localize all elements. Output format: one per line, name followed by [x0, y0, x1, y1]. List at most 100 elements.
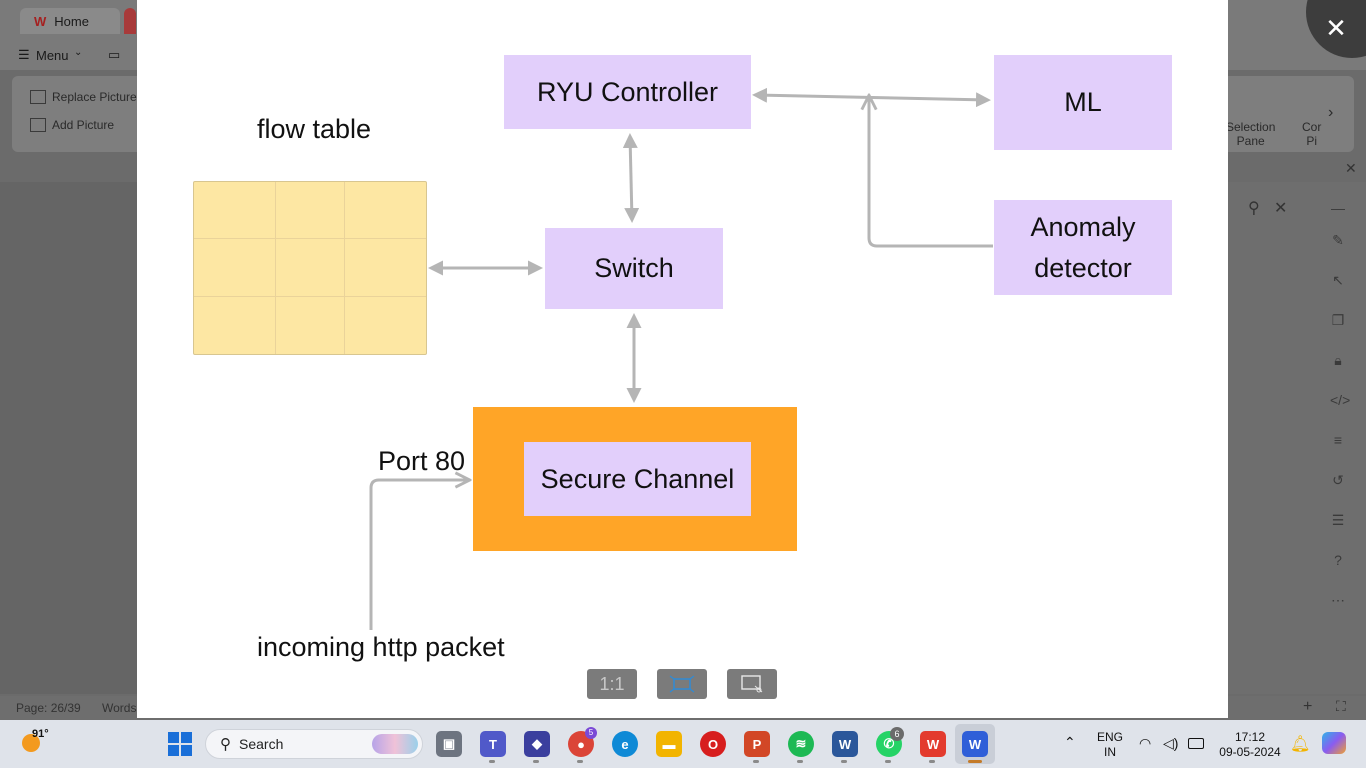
- opera-icon[interactable]: O: [700, 731, 726, 757]
- screenshot-button[interactable]: [727, 669, 777, 699]
- volume-icon[interactable]: ◁): [1163, 735, 1179, 751]
- task-view-icon[interactable]: ▣: [436, 731, 462, 757]
- secure-channel-node: Secure Channel: [524, 442, 751, 516]
- weather-temp: 91°: [32, 728, 49, 740]
- help-icon[interactable]: ?: [1334, 552, 1342, 568]
- clock-date: 09-05-2024: [1219, 745, 1281, 759]
- copilot-app-icon[interactable]: ◆: [524, 731, 550, 757]
- search-icon: ⚲: [220, 736, 231, 753]
- flow-table-cell: [276, 239, 345, 297]
- menu-label[interactable]: Menu: [36, 48, 69, 63]
- running-indicator: [577, 760, 583, 763]
- wifi-icon[interactable]: ◠: [1139, 735, 1152, 751]
- copilot-icon[interactable]: [1322, 732, 1346, 754]
- word-icon[interactable]: W: [832, 731, 858, 757]
- replace-picture-button[interactable]: Replace Picture: [30, 90, 137, 104]
- teams-icon[interactable]: T: [480, 731, 506, 757]
- add-picture-icon: [30, 118, 46, 132]
- notification-bell-icon[interactable]: 🔔︎: [1290, 736, 1311, 753]
- tab-document[interactable]: [124, 8, 136, 34]
- cor-label-2: Pi: [1306, 134, 1317, 148]
- close-side-pane-icon[interactable]: ✕: [1274, 200, 1288, 217]
- language-indicator[interactable]: ENG IN: [1094, 730, 1126, 760]
- clock-time: 17:12: [1234, 730, 1266, 744]
- screen-scissors-icon: [741, 675, 763, 693]
- anomaly-detector-node: Anomaly detector: [994, 200, 1172, 295]
- close-icon[interactable]: ✕: [1325, 13, 1347, 43]
- language-line2: IN: [1104, 745, 1116, 759]
- cursor-icon[interactable]: ↖: [1332, 272, 1344, 288]
- lock-icon[interactable]: 🔒︎: [1334, 352, 1342, 368]
- windows-logo-icon: [168, 732, 179, 743]
- actual-size-button[interactable]: 1:1: [587, 669, 637, 699]
- search-highlight-icon: [372, 734, 418, 754]
- folder-icon[interactable]: ▭: [108, 47, 121, 62]
- file-explorer-icon[interactable]: ▬: [656, 731, 682, 757]
- cor-label-1: Cor: [1302, 120, 1322, 134]
- selection-pane-button[interactable]: Selection Pane: [1226, 120, 1275, 148]
- switch-label: Switch: [594, 253, 674, 284]
- running-indicator: [885, 760, 891, 763]
- chevron-right-icon[interactable]: ›: [1328, 104, 1334, 121]
- active-indicator: [968, 760, 982, 763]
- code-icon[interactable]: </>: [1330, 392, 1351, 408]
- copy-icon[interactable]: ❐: [1331, 312, 1345, 328]
- fit-window-button[interactable]: [657, 669, 707, 699]
- chrome-badge: 5: [585, 727, 597, 739]
- minimize-rail-icon[interactable]: —: [1331, 200, 1345, 216]
- picture-icon: [30, 90, 46, 104]
- ml-label: ML: [1064, 87, 1102, 118]
- wps-writer-icon[interactable]: W: [962, 731, 988, 757]
- flow-table-cell: [276, 296, 345, 354]
- zoom-in-icon[interactable]: +: [1303, 698, 1313, 715]
- list-icon[interactable]: ☰: [1331, 512, 1345, 528]
- secure-channel-label: Secure Channel: [540, 463, 735, 494]
- running-indicator: [841, 760, 847, 763]
- flow-table-cell: [276, 182, 345, 240]
- status-words: Words: [102, 701, 137, 715]
- wps-office-icon[interactable]: W: [920, 731, 946, 757]
- running-indicator: [489, 760, 495, 763]
- running-indicator: [533, 760, 539, 763]
- status-page: Page: 26/39: [16, 701, 81, 715]
- ml-node: ML: [994, 55, 1172, 150]
- start-button[interactable]: [168, 732, 192, 756]
- tab-home[interactable]: W Home: [20, 8, 120, 34]
- spotify-icon[interactable]: ≋: [788, 731, 814, 757]
- flow-table: [193, 181, 427, 355]
- running-indicator: [753, 760, 759, 763]
- search-placeholder: Search: [239, 736, 284, 752]
- add-picture-button[interactable]: Add Picture: [30, 118, 114, 132]
- language-line1: ENG: [1096, 730, 1123, 744]
- flow-table-cell: [194, 296, 276, 354]
- fullscreen-icon[interactable]: ⛶: [1336, 698, 1346, 714]
- side-pane: ⚲ ✕: [1228, 182, 1318, 694]
- flow-table-label: flow table: [257, 114, 372, 144]
- right-rail: [1318, 182, 1366, 694]
- clock[interactable]: 17:12 09-05-2024: [1216, 730, 1284, 760]
- pen-icon[interactable]: ✎: [1332, 232, 1344, 248]
- tab-home-label: Home: [54, 13, 89, 29]
- wps-logo-icon: W: [34, 13, 47, 29]
- edge-icon[interactable]: e: [612, 731, 638, 757]
- powerpoint-icon[interactable]: P: [744, 731, 770, 757]
- cor-button[interactable]: Cor Pi: [1302, 120, 1321, 148]
- sliders-icon[interactable]: ≡: [1333, 432, 1343, 448]
- running-indicator: [929, 760, 935, 763]
- weather-icon: [22, 734, 40, 752]
- pin-icon[interactable]: ⚲: [1248, 200, 1260, 217]
- more-icon[interactable]: ⋯: [1331, 592, 1345, 608]
- running-indicator: [797, 760, 803, 763]
- flow-table-cell: [345, 297, 426, 354]
- actual-size-label: 1:1: [599, 673, 625, 694]
- battery-icon[interactable]: [1188, 738, 1204, 749]
- flow-table-cell: [194, 182, 276, 240]
- chevron-down-icon: ⌄: [74, 47, 83, 58]
- anomaly-label-line1: Anomaly: [1030, 211, 1136, 242]
- close-pane-icon[interactable]: ✕: [1345, 160, 1357, 176]
- history-icon[interactable]: ↺: [1332, 472, 1344, 488]
- chevron-up-icon[interactable]: ⌃: [1064, 734, 1076, 750]
- weather-widget[interactable]: 91°: [20, 728, 60, 760]
- selection-pane-label-2: Pane: [1236, 134, 1265, 148]
- hamburger-icon[interactable]: ☰: [18, 47, 30, 62]
